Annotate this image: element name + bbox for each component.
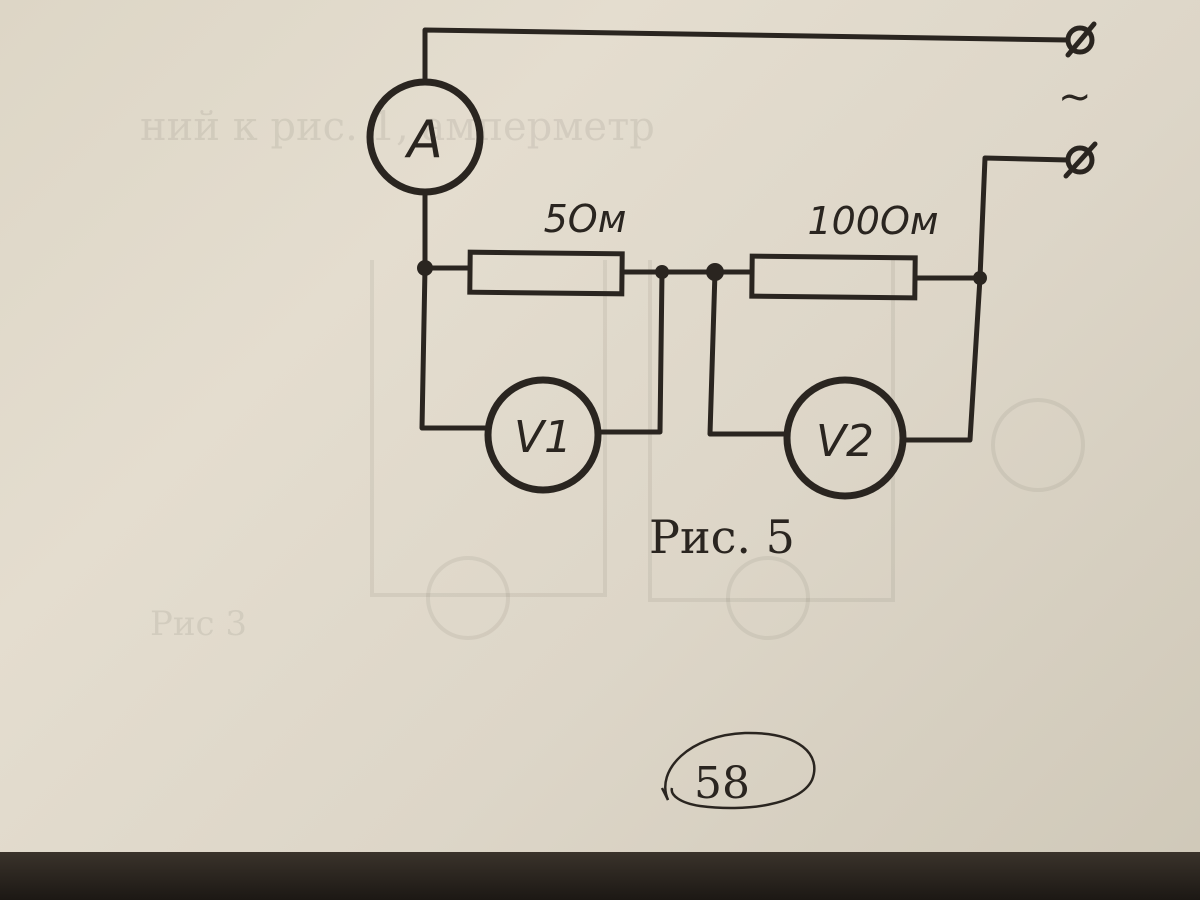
junction-dot: [655, 265, 669, 279]
junction-dot: [973, 271, 987, 285]
voltmeter-1: V1: [484, 376, 602, 494]
wires: [419, 27, 1071, 443]
resistor-1-label: 5Ом: [544, 197, 627, 241]
bleed-through: ний к рис. 1, амперметр Рис 3: [140, 104, 1085, 644]
ammeter: A: [366, 78, 484, 196]
page-edge-shadow: [0, 852, 1200, 900]
page-number: 58: [694, 758, 750, 809]
svg-text:Рис 3: Рис 3: [150, 604, 247, 644]
voltmeter-2: V2: [783, 376, 907, 500]
page-number-group: 58: [660, 731, 816, 810]
junctions: [417, 260, 987, 285]
resistor-1: 5Ом: [467, 197, 627, 297]
svg-text:ний к рис. 1, амперметр: ний к рис. 1, амперметр: [140, 104, 655, 150]
ammeter-label: A: [404, 110, 443, 170]
ac-terminals: ~: [1058, 21, 1098, 179]
resistor-2-label: 100Ом: [807, 199, 938, 243]
terminal-top: [1065, 21, 1097, 58]
voltmeter-1-label: V1: [514, 412, 572, 463]
junction-dot: [417, 260, 433, 276]
junction-dot: [706, 263, 724, 281]
terminal-bottom: [1063, 141, 1098, 179]
ac-symbol: ~: [1058, 74, 1092, 120]
figure-caption: Рис. 5: [649, 510, 795, 564]
voltmeter-2-label: V2: [816, 416, 874, 467]
resistor-2: 100Ом: [749, 199, 939, 301]
